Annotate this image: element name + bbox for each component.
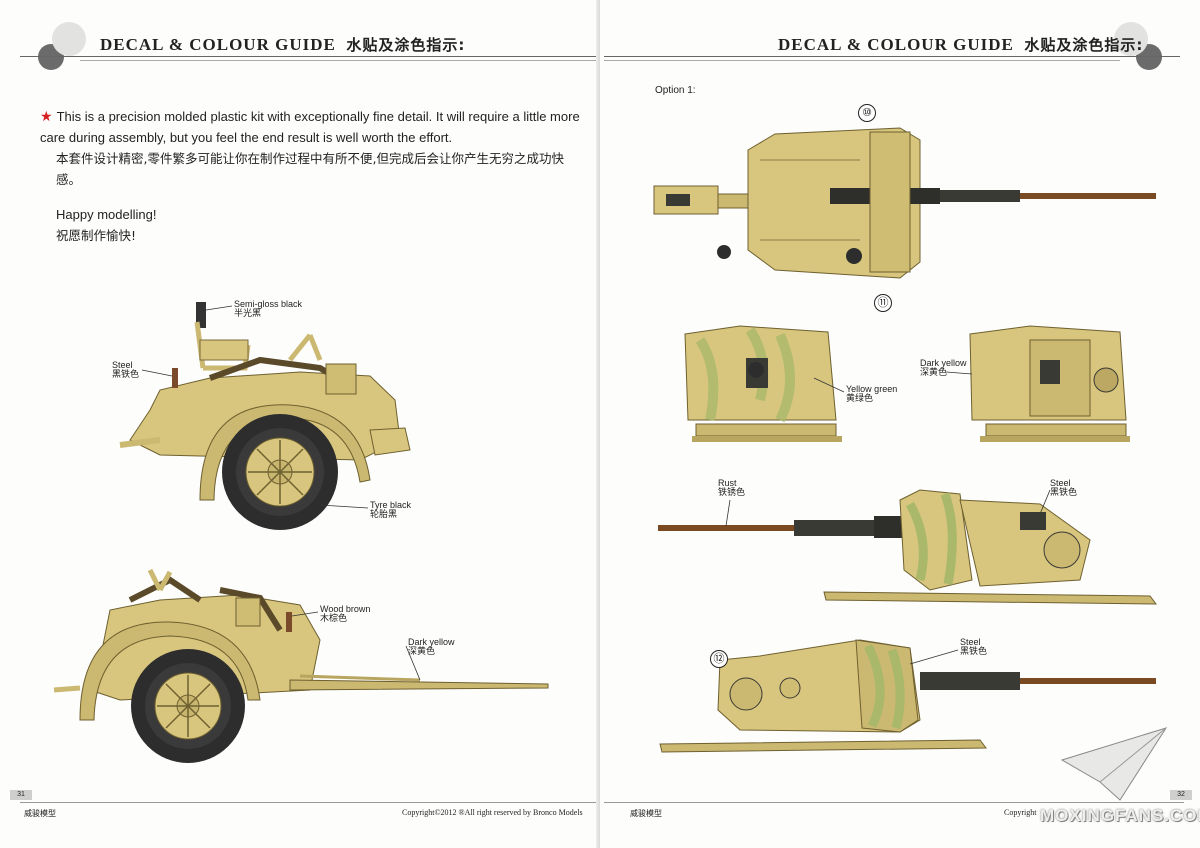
left-page: DECAL & COLOUR GUIDE 水贴及涂色指示: ★This is a… [10,22,598,818]
header-rule-thin [80,60,598,61]
page-number: 32 [1170,790,1192,800]
page-title: DECAL & COLOUR GUIDE 水贴及涂色指示: [778,35,1144,54]
footer-rule [20,802,598,803]
header-rule [20,56,598,57]
gun-top-view [653,127,1156,279]
header-circle-decoration-light [1114,22,1148,56]
footer-rule [604,802,1184,803]
header-rule [604,56,1180,57]
star-icon: ★ [40,108,53,124]
footer-brand: 威骏模型 [24,809,56,818]
decal-number-11: ⑪ [874,294,892,312]
decal-number-10: ⑩ [858,104,876,122]
carriage-side-view-towbar [53,568,549,763]
header-rule-thin [604,60,1120,61]
happy-modelling-en: Happy modelling! [56,207,157,222]
gun-side-view-left [659,639,1156,753]
watermark-text: MOXINGFANS.COM [1040,806,1200,825]
footer-copyright: Copyright [1004,808,1037,817]
gun-rear-view [969,325,1130,442]
carriage-side-view-rear [119,302,411,530]
header-circle-decoration-light [52,22,86,56]
intro-text: ★This is a precision molded plastic kit … [40,106,580,246]
intro-english: This is a precision molded plastic kit w… [40,109,580,145]
page-title: DECAL & COLOUR GUIDE 水贴及涂色指示: [100,35,466,54]
footer-copyright: Copyright©2012 ®All right reserved by Br… [402,808,583,817]
gun-front-view [684,325,842,442]
page-number: 31 [10,790,32,800]
right-page: DECAL & COLOUR GUIDE 水贴及涂色指示: Option 1: … [600,0,1200,848]
gun-side-view-right [658,489,1158,605]
decal-number-12: ⑫ [710,650,728,668]
happy-modelling-cn: 祝愿制作愉快! [56,228,137,243]
footer-brand: 威骏模型 [630,809,662,818]
intro-chinese: 本套件设计精密,零件繁多可能让你在制作过程中有所不便,但完成后会让你产生无穷之成… [56,151,564,187]
right-leader-lines [725,371,1051,665]
option-label: Option 1: [655,85,696,96]
left-leader-lines [141,305,421,681]
paper-plane-logo [1060,727,1168,801]
